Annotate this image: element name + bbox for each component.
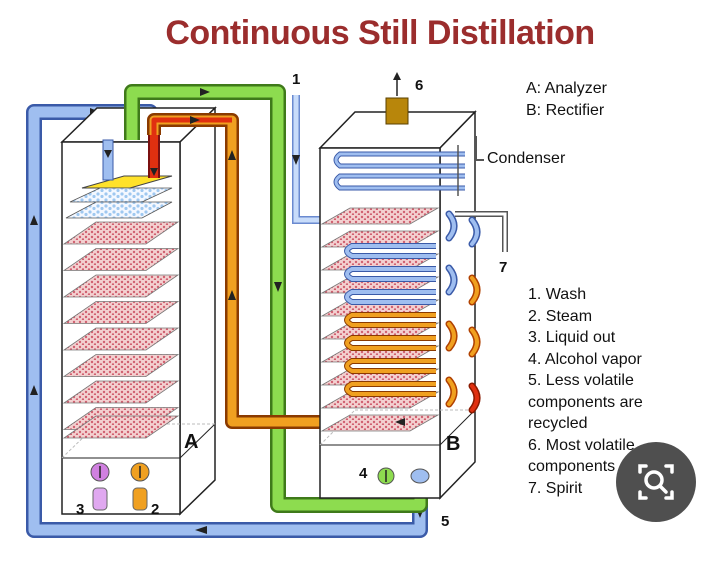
legend-item-6: 6. Most volatile components: [528, 436, 635, 476]
column-b-bottom-ports: [377, 467, 430, 485]
label-7: 7: [499, 259, 507, 276]
column-a-bottom-ports: [90, 462, 150, 511]
heating-coil: [345, 313, 436, 327]
wash-loop-pipe: [124, 84, 428, 513]
recycle-arc: [447, 322, 456, 350]
spirit-outlet-pipe: [455, 211, 508, 252]
heating-coil: [345, 244, 436, 258]
label-column-b: B: [446, 433, 460, 455]
legend-item-5: 5. Less volatile components are recycled: [528, 372, 643, 432]
recycle-arc: [470, 218, 479, 246]
recycle-arc: [470, 276, 479, 304]
diagram-title: Continuous Still Distillation: [165, 14, 595, 52]
legend-numbered: 1. Wash 2. Steam 3. Liquid out 4. Alcoho…: [528, 284, 698, 499]
label-condenser: Condenser: [487, 150, 566, 167]
tray-a: [62, 327, 180, 351]
legend-columns: A: Analyzer B: Rectifier: [526, 78, 607, 122]
label-column-a: A: [184, 431, 198, 453]
tray-a: [62, 415, 180, 439]
recycle-arc: [447, 212, 456, 240]
legend-item-3: 3. Liquid out: [528, 329, 616, 346]
label-2: 2: [151, 501, 159, 518]
tray-a: [62, 221, 180, 245]
heating-coil: [345, 267, 436, 281]
tray-a: [62, 380, 180, 404]
heating-coil: [345, 336, 436, 350]
recycle-arc: [470, 328, 479, 356]
column-a-trays: [62, 221, 180, 439]
legend-analyzer: A: Analyzer: [526, 80, 607, 97]
recycle-arc: [447, 378, 456, 406]
heating-coil: [345, 382, 436, 396]
column-a-feed-plate: [65, 175, 173, 219]
legend-item-4: 4. Alcohol vapor: [528, 350, 642, 368]
legend-item-1: 1. Wash: [528, 286, 587, 303]
visual-search-button[interactable]: [616, 442, 696, 522]
legend-rectifier: B: Rectifier: [526, 102, 605, 119]
label-1: 1: [292, 71, 300, 88]
tray-a: [62, 274, 180, 298]
recycle-arc: [470, 384, 479, 412]
label-5: 5: [441, 513, 449, 530]
legend-item-2: 2. Steam: [528, 307, 593, 325]
heating-coil: [345, 290, 436, 304]
search-lens-icon: [638, 464, 674, 500]
volatile-outlet: [385, 72, 409, 125]
column-a-inner-pipes: [102, 128, 160, 181]
label-3: 3: [76, 501, 84, 518]
wash-loop-arrows: [200, 88, 282, 292]
legend-item-7: 7. Spirit: [528, 479, 583, 497]
steam-pipe: [147, 113, 338, 429]
tray-a: [62, 301, 180, 324]
recycle-arcs: [445, 210, 481, 414]
tray-b: [320, 207, 440, 225]
label-4: 4: [359, 465, 368, 482]
tray-b: [320, 414, 440, 432]
recycle-arc: [447, 266, 456, 294]
tray-a: [62, 354, 180, 377]
steam-arrows: [190, 116, 236, 300]
condenser-coils: [333, 136, 484, 196]
tray-a: [62, 248, 180, 271]
heating-coil: [345, 359, 436, 373]
column-b-heating-coils: [344, 243, 436, 397]
label-6: 6: [415, 77, 423, 94]
